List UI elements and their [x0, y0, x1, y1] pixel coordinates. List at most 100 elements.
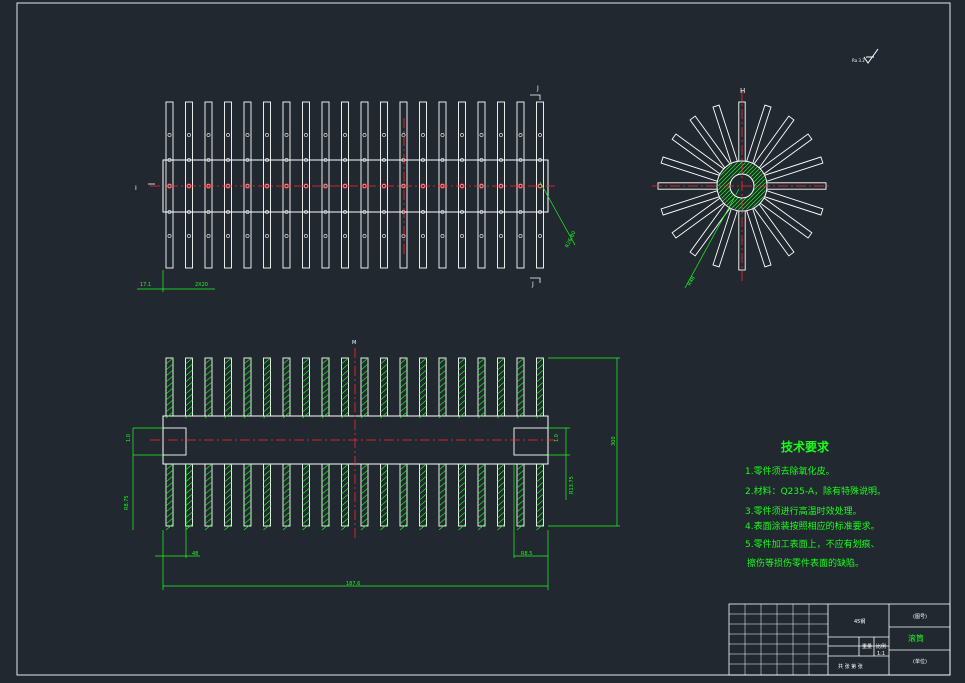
section-fin-hatch	[419, 399, 427, 407]
section-fin-hatch	[477, 469, 486, 477]
section-fin-hatch	[399, 363, 408, 371]
section-fin-hatch	[360, 517, 369, 525]
section-fin-hatch	[360, 505, 369, 513]
note-line: 5.零件加工表面上，不应有划痕、	[745, 538, 880, 550]
section-fin	[302, 463, 310, 527]
section-fin-hatch	[516, 511, 525, 519]
section-fin-hatch	[263, 469, 271, 477]
section-fin-hatch	[536, 375, 544, 383]
fin-hole	[479, 210, 484, 214]
section-fin-hatch	[263, 523, 271, 531]
section-fin-hatch	[438, 505, 447, 513]
drawing-border	[16, 2, 951, 676]
fin-hole	[304, 133, 308, 137]
section-fin-hatch	[419, 357, 427, 365]
section-fin-hatch	[302, 475, 310, 483]
section-mark-side-top: H	[740, 87, 745, 95]
note-line: 2.材料：Q235-A，除有特殊说明。	[745, 485, 886, 497]
roughness-value: Ra 3.2	[852, 58, 865, 63]
section-fin-hatch	[380, 463, 388, 471]
section-fin-hatch	[341, 517, 349, 525]
section-fin-hatch	[458, 481, 466, 489]
section-fin-hatch	[302, 357, 310, 365]
section-fin-hatch	[399, 493, 408, 501]
section-fin	[185, 357, 193, 417]
fin-hole	[323, 184, 328, 188]
section-fin-hatch	[497, 511, 505, 519]
section-fin-hatch	[321, 499, 330, 507]
section-fin-hatch	[380, 399, 388, 407]
section-fin-hatch	[243, 505, 252, 513]
section-fin-hatch	[399, 357, 408, 365]
section-fin-hatch	[380, 493, 388, 501]
title-part-name: 滚筒	[908, 633, 924, 643]
section-fin	[536, 357, 544, 417]
section-fin-hatch	[263, 505, 271, 513]
section-fin-hatch	[204, 369, 213, 377]
front-fin	[419, 101, 427, 269]
fin-hole	[499, 210, 503, 214]
section-fin-hatch	[419, 523, 427, 531]
section-fin-hatch	[477, 393, 486, 401]
section-fin-hatch	[224, 487, 232, 495]
section-fin-hatch	[165, 493, 174, 501]
section-fin-hatch	[516, 405, 525, 413]
fin-hole	[265, 133, 269, 137]
section-fin	[243, 463, 252, 527]
section-fin-hatch	[321, 481, 330, 489]
section-fin-hatch	[165, 481, 174, 489]
section-fin-hatch	[321, 469, 330, 477]
section-fin-hatch	[321, 463, 330, 471]
section-fin-hatch	[302, 387, 310, 395]
section-fin-hatch	[165, 475, 174, 483]
section-fin-hatch	[360, 493, 369, 501]
section-fin-hatch	[302, 393, 310, 401]
section-fin-hatch	[458, 357, 466, 365]
section-fin-hatch	[243, 475, 252, 483]
section-fin	[224, 463, 232, 527]
section-fin-hatch	[497, 469, 505, 477]
fin-hole	[187, 133, 191, 137]
section-fin-hatch	[321, 399, 330, 407]
section-fin-hatch	[243, 493, 252, 501]
section-fin-hatch	[165, 369, 174, 377]
section-fin-hatch	[360, 523, 369, 531]
section-fin	[438, 463, 447, 527]
section-fin-hatch	[165, 405, 174, 413]
section-fin-hatch	[185, 393, 193, 401]
section-fin-hatch	[302, 469, 310, 477]
section-fin-hatch	[438, 393, 447, 401]
section-fin-hatch	[438, 481, 447, 489]
notes-title: 技术要求	[781, 439, 830, 454]
dim-bottom-right-bore: R8.5	[521, 551, 532, 557]
dim-bottom-total: 187.6	[346, 581, 360, 587]
section-fin-hatch	[516, 469, 525, 477]
fin-hole	[304, 210, 308, 214]
section-fin-hatch	[282, 499, 291, 507]
hatch-line	[718, 162, 741, 210]
section-fin-hatch	[497, 523, 505, 531]
section-fin-hatch	[477, 505, 486, 513]
section-fin-hatch	[399, 369, 408, 377]
section-fin-hatch	[185, 511, 193, 519]
section-fin-hatch	[204, 375, 213, 383]
section-fin-hatch	[516, 523, 525, 531]
section-fin-hatch	[380, 517, 388, 525]
note-line: 1.零件须去除氧化皮。	[745, 465, 835, 477]
section-fin	[341, 463, 349, 527]
fin-hole	[382, 158, 386, 162]
hatch-line	[718, 162, 745, 210]
section-fin-hatch	[399, 411, 408, 419]
section-fin-hatch	[302, 487, 310, 495]
section-fin-hatch	[516, 399, 525, 407]
section-fin-hatch	[302, 375, 310, 383]
section-fin-hatch	[516, 381, 525, 389]
fin-hole	[245, 158, 250, 162]
section-fin-hatch	[536, 393, 544, 401]
section-fin-hatch	[263, 357, 271, 365]
section-fin-hatch	[419, 493, 427, 501]
section-fin-hatch	[536, 523, 544, 531]
fin-hole	[343, 158, 347, 162]
fin-hole	[421, 133, 425, 137]
